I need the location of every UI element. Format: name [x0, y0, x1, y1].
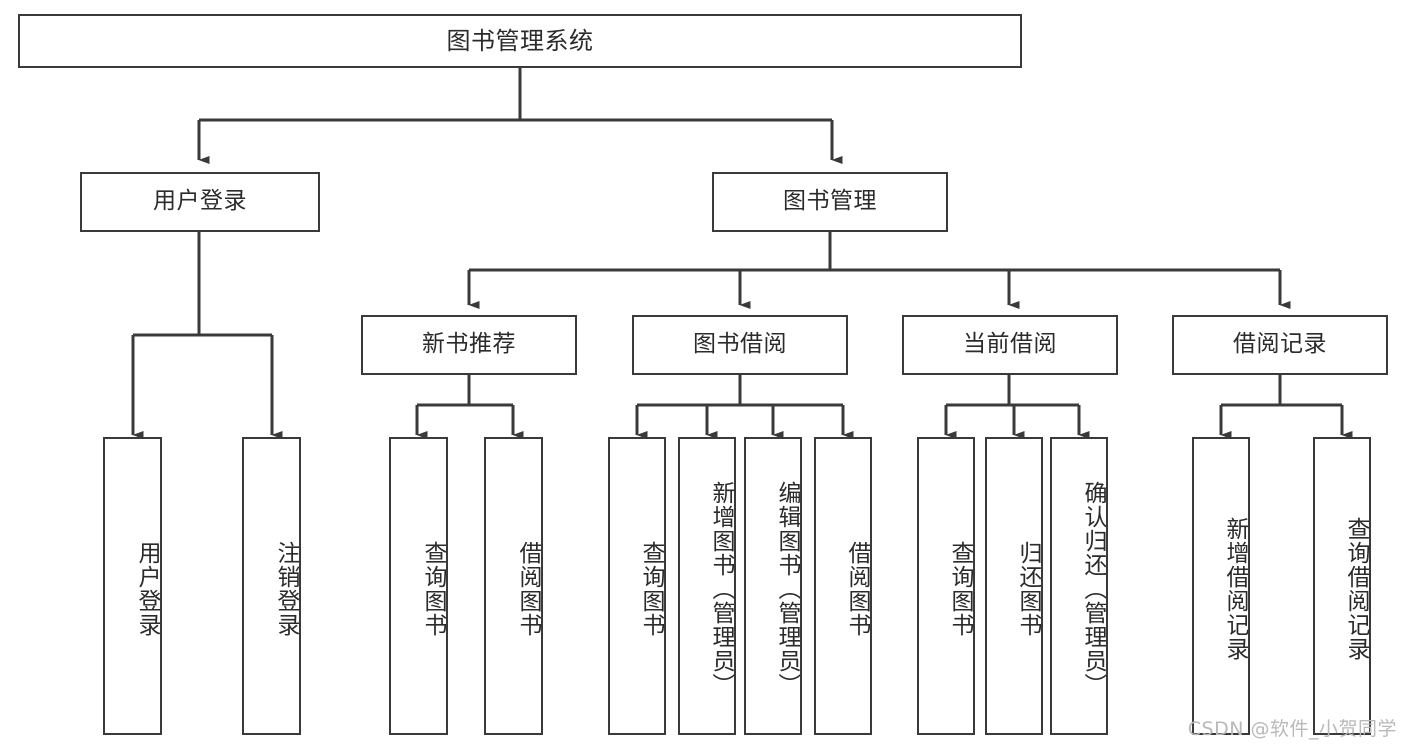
leaf-book-borrow-3-label: 编辑图书（管理员） — [774, 481, 800, 697]
node-borrow-record-label: 借阅记录 — [1233, 331, 1327, 358]
node-current-borrow[interactable]: 当前借阅 — [902, 315, 1118, 375]
leaf-book-borrow-2-label: 新增图书（管理员） — [708, 481, 734, 697]
leaf-current-borrow-3-label: 确认归还（管理员） — [1080, 481, 1106, 697]
leaf-current-borrow-1[interactable]: 查询图书 — [917, 437, 975, 735]
leaf-current-borrow-3[interactable]: 确认归还（管理员） — [1050, 437, 1108, 735]
node-root[interactable]: 图书管理系统 — [18, 14, 1022, 68]
leaf-new-book-2[interactable]: 借阅图书 — [484, 437, 543, 735]
node-book-manage-label: 图书管理 — [783, 188, 877, 215]
leaf-book-borrow-2[interactable]: 新增图书（管理员） — [678, 437, 736, 735]
leaf-book-borrow-4-label: 借阅图书 — [844, 541, 870, 637]
leaf-book-borrow-4[interactable]: 借阅图书 — [814, 437, 872, 735]
watermark: CSDN @软件_小贺同学 — [1187, 718, 1397, 740]
leaf-user-login-1[interactable]: 用户登录 — [103, 437, 162, 735]
leaf-new-book-1-label: 查询图书 — [420, 541, 446, 637]
leaf-book-borrow-3[interactable]: 编辑图书（管理员） — [744, 437, 802, 735]
leaf-borrow-record-1[interactable]: 新增借阅记录 — [1192, 437, 1250, 735]
node-user-login-label: 用户登录 — [153, 188, 247, 215]
leaf-current-borrow-1-label: 查询图书 — [947, 541, 973, 637]
leaf-book-borrow-1-label: 查询图书 — [638, 541, 664, 637]
node-root-label: 图书管理系统 — [446, 26, 594, 55]
node-current-borrow-label: 当前借阅 — [963, 331, 1057, 358]
node-new-book-recommend[interactable]: 新书推荐 — [361, 315, 577, 375]
leaf-current-borrow-2-label: 归还图书 — [1015, 541, 1041, 637]
leaf-borrow-record-2-label: 查询借阅记录 — [1343, 517, 1369, 661]
leaf-new-book-2-label: 借阅图书 — [515, 541, 541, 637]
leaf-new-book-1[interactable]: 查询图书 — [389, 437, 448, 735]
node-user-login[interactable]: 用户登录 — [80, 172, 320, 232]
leaf-user-login-2[interactable]: 注销登录 — [242, 437, 301, 735]
leaf-borrow-record-1-label: 新增借阅记录 — [1222, 517, 1248, 661]
node-book-borrow-label: 图书借阅 — [693, 331, 787, 358]
node-new-book-recommend-label: 新书推荐 — [422, 331, 516, 358]
node-book-manage[interactable]: 图书管理 — [712, 172, 948, 232]
leaf-user-login-1-label: 用户登录 — [134, 541, 160, 637]
leaf-user-login-2-label: 注销登录 — [273, 541, 299, 637]
leaf-borrow-record-2[interactable]: 查询借阅记录 — [1313, 437, 1371, 735]
leaf-current-borrow-2[interactable]: 归还图书 — [985, 437, 1043, 735]
node-book-borrow[interactable]: 图书借阅 — [632, 315, 848, 375]
leaf-book-borrow-1[interactable]: 查询图书 — [608, 437, 666, 735]
node-borrow-record[interactable]: 借阅记录 — [1172, 315, 1388, 375]
